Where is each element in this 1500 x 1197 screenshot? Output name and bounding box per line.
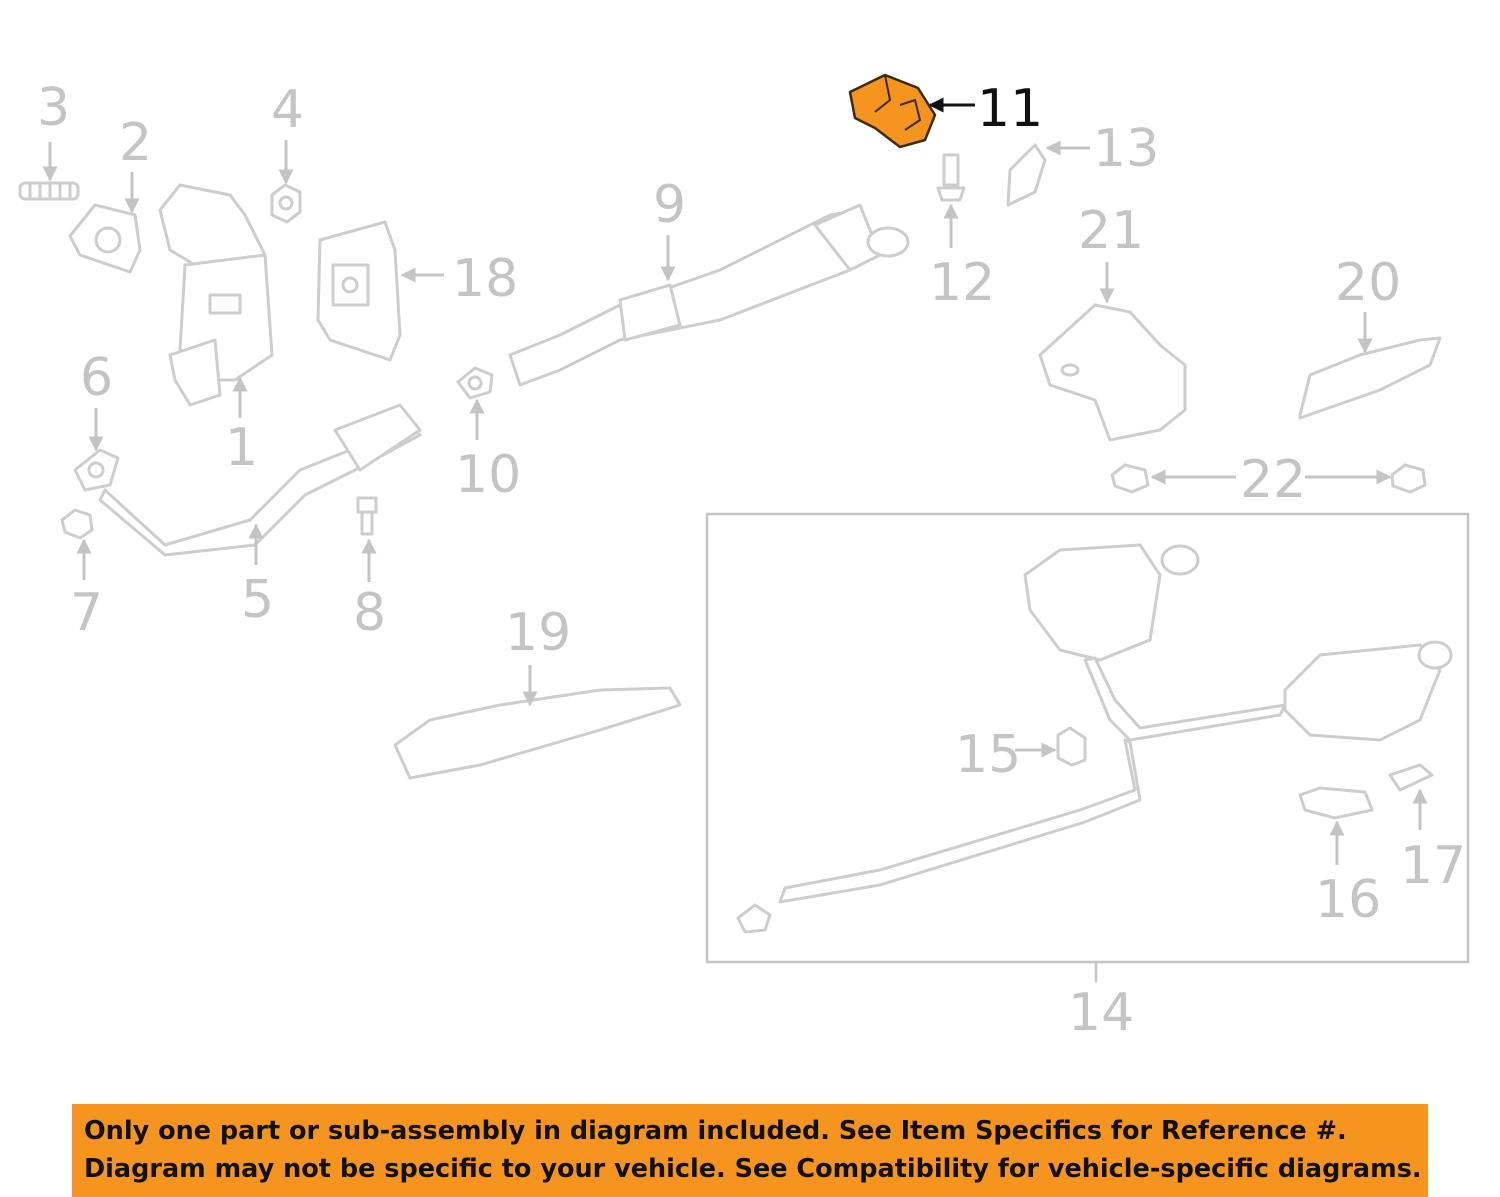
part-21-bracket bbox=[1038, 303, 1187, 442]
part-8-bolt bbox=[356, 496, 378, 536]
disclaimer-banner: Only one part or sub-assembly in diagram… bbox=[72, 1104, 1428, 1197]
callout-19: 19 bbox=[505, 603, 571, 663]
callout-17: 17 bbox=[1400, 836, 1466, 896]
callout-9: 9 bbox=[653, 175, 686, 235]
callout-15: 15 bbox=[955, 725, 1021, 785]
part-22-nut-left bbox=[1110, 463, 1150, 494]
part-13-gasket bbox=[1006, 143, 1047, 207]
callout-3: 3 bbox=[37, 78, 70, 138]
part-6-gasket bbox=[73, 448, 120, 492]
part-18-heat-shield bbox=[316, 220, 402, 362]
part-14-rear-assembly bbox=[736, 543, 1453, 934]
part-20-bracket bbox=[1298, 336, 1442, 420]
callout-7: 7 bbox=[70, 583, 103, 643]
callout-2: 2 bbox=[119, 113, 152, 173]
callout-21: 21 bbox=[1078, 201, 1144, 261]
callout-22: 22 bbox=[1240, 450, 1306, 510]
assembly-14-frame bbox=[705, 512, 1470, 964]
callout-5: 5 bbox=[241, 570, 274, 630]
part-17-bolt bbox=[1388, 763, 1434, 792]
callout-10: 10 bbox=[455, 445, 521, 505]
callout-12: 12 bbox=[929, 253, 995, 313]
callout-6: 6 bbox=[80, 348, 113, 408]
callout-13: 13 bbox=[1093, 119, 1159, 179]
disclaimer-line-1: Only one part or sub-assembly in diagram… bbox=[84, 1116, 1347, 1146]
part-4-nut bbox=[270, 183, 302, 224]
part-11-hanger-highlighted bbox=[848, 73, 937, 149]
callout-18: 18 bbox=[452, 249, 518, 309]
part-19-heat-shield bbox=[393, 686, 682, 780]
disclaimer-line-2: Diagram may not be specific to your vehi… bbox=[84, 1154, 1422, 1184]
part-1-converter bbox=[158, 183, 274, 407]
callout-16: 16 bbox=[1315, 870, 1381, 930]
callout-8: 8 bbox=[353, 583, 386, 643]
part-9-center-pipe bbox=[508, 203, 910, 387]
callout-11-highlighted: 11 bbox=[977, 79, 1043, 139]
callout-14: 14 bbox=[1068, 983, 1134, 1043]
part-12-bolt bbox=[936, 153, 966, 202]
callout-1: 1 bbox=[225, 418, 258, 478]
callout-20: 20 bbox=[1335, 253, 1401, 313]
part-3-stud bbox=[18, 181, 80, 201]
part-16-clamp bbox=[1298, 786, 1374, 820]
leader-arrows bbox=[42, 97, 1428, 982]
callout-4: 4 bbox=[271, 80, 304, 140]
part-10-gasket bbox=[456, 366, 494, 400]
part-7-nut bbox=[60, 508, 94, 540]
part-15-hanger bbox=[1056, 726, 1087, 767]
part-2-gasket bbox=[68, 203, 142, 274]
part-22-nut-right bbox=[1390, 463, 1427, 494]
